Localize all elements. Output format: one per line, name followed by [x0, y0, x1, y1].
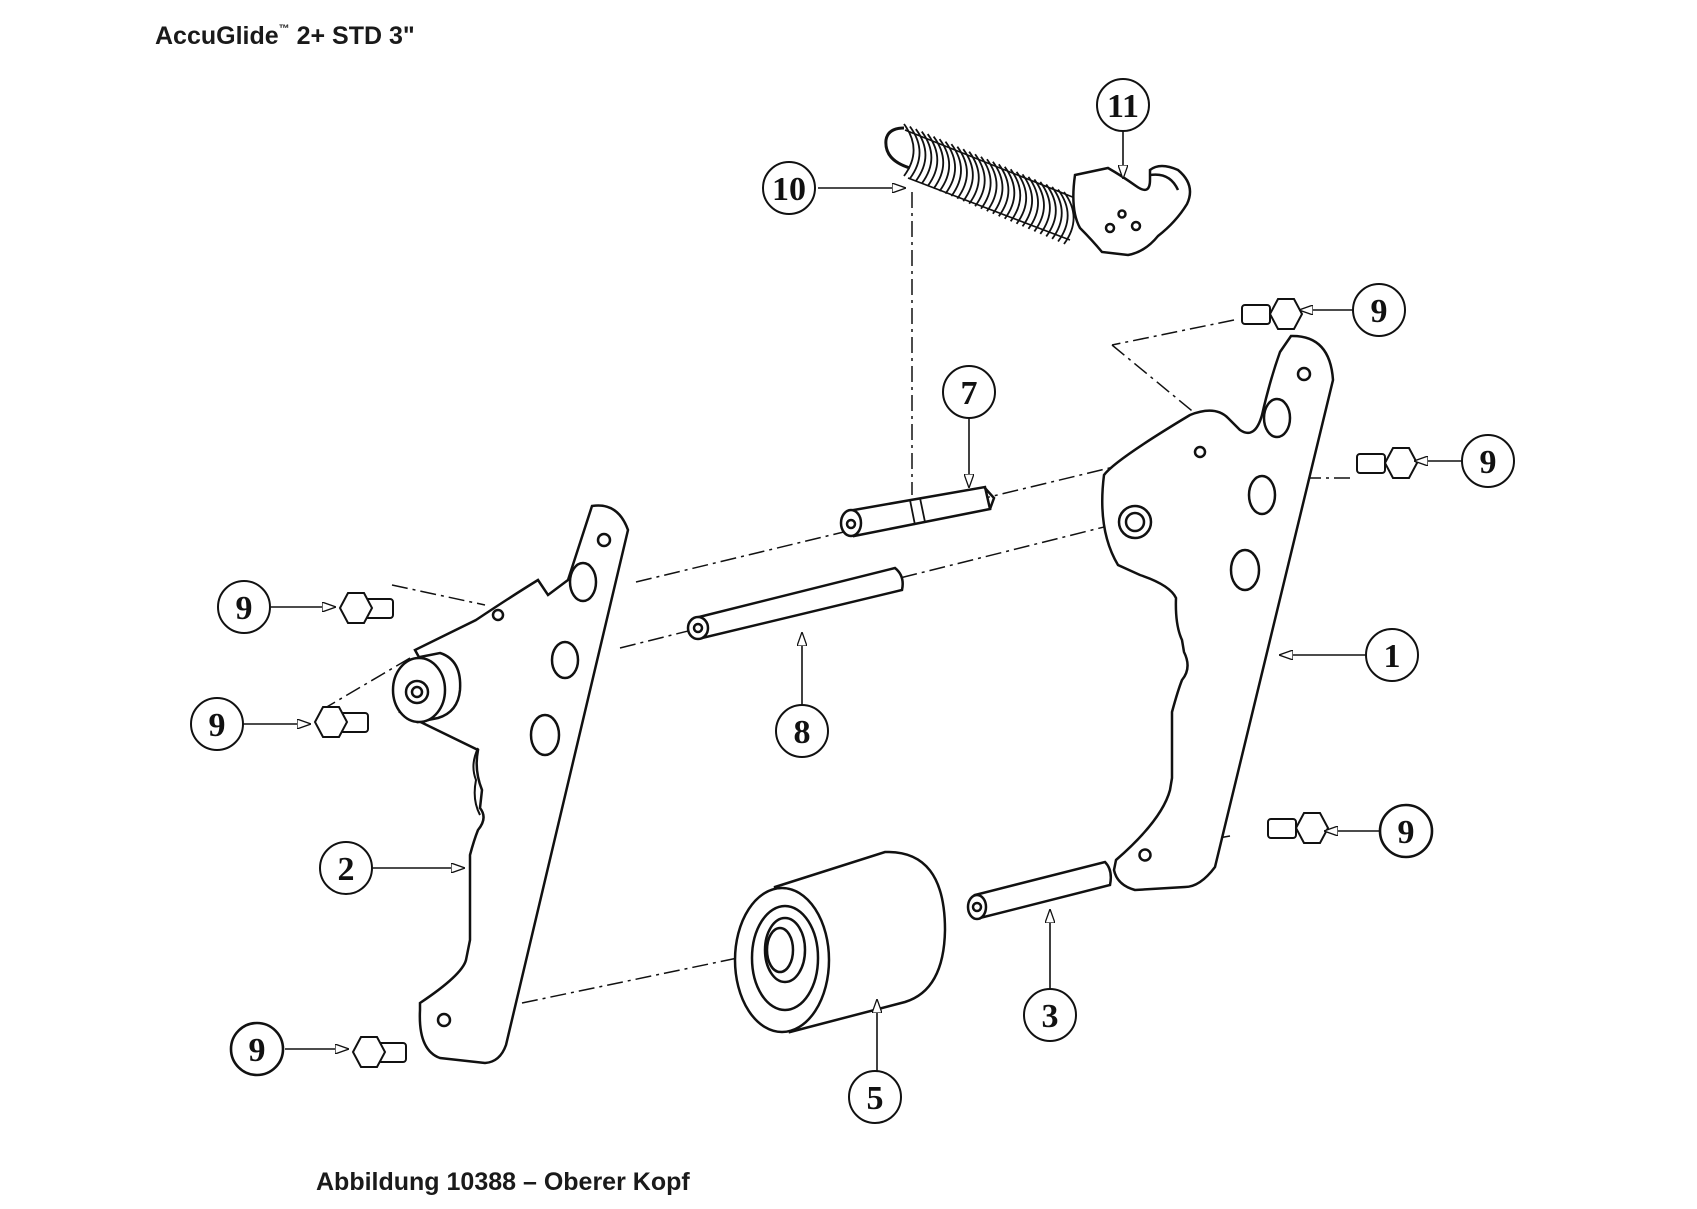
callout-10: 10 [762, 161, 816, 215]
spring-hook-plate [1072, 164, 1192, 257]
svg-text:3: 3 [1042, 998, 1059, 1035]
document-title: AccuGlide™ 2+ STD 3" [155, 22, 415, 51]
trademark-symbol: ™ [278, 23, 290, 35]
svg-text:9: 9 [236, 590, 253, 627]
svg-text:9: 9 [249, 1032, 266, 1069]
svg-text:5: 5 [867, 1080, 884, 1117]
callout-8: 8 [775, 704, 829, 758]
callout-9-right-upper: 9 [1461, 434, 1515, 488]
left-plate-spacer [391, 651, 462, 724]
callout-7: 7 [942, 365, 996, 419]
roller [733, 850, 947, 1034]
product-name: AccuGlide [155, 22, 279, 50]
callout-9-left-top: 9 [217, 580, 271, 634]
bolts [313, 298, 1419, 1068]
callout-1: 1 [1365, 628, 1419, 682]
svg-text:2: 2 [338, 851, 355, 888]
bolt-right-top [1241, 298, 1304, 330]
svg-text:8: 8 [794, 714, 811, 751]
callout-5: 5 [848, 1070, 902, 1124]
bolt-left-bottom [351, 1036, 407, 1068]
svg-text:9: 9 [1480, 444, 1497, 481]
callout-9-right-lower: 9 [1378, 803, 1434, 859]
bolt-right-lower [1267, 812, 1330, 844]
callout-bubbles: 10 11 9 9 1 9 [190, 78, 1515, 1124]
callout-9-left-mid: 9 [190, 697, 244, 751]
figure-caption: Abbildung 10388 – Oberer Kopf [316, 1168, 690, 1196]
svg-text:11: 11 [1107, 88, 1139, 125]
hex-standoff [839, 485, 996, 538]
bolt-right-upper [1356, 447, 1419, 479]
bolt-left-top [338, 592, 394, 624]
bolt-left-mid [313, 706, 369, 738]
long-rod [686, 566, 904, 641]
svg-text:7: 7 [961, 375, 978, 412]
svg-text:10: 10 [772, 171, 806, 208]
callout-9-left-bottom: 9 [229, 1021, 285, 1077]
callout-leaders [243, 128, 1465, 1074]
svg-text:9: 9 [1398, 814, 1415, 851]
product-variant: 2+ STD 3" [296, 22, 415, 50]
svg-text:9: 9 [1371, 293, 1388, 330]
svg-text:9: 9 [209, 707, 226, 744]
left-side-plate [398, 504, 630, 1065]
callout-2: 2 [319, 841, 373, 895]
svg-text:1: 1 [1384, 638, 1401, 675]
callout-3: 3 [1023, 988, 1077, 1042]
callout-11: 11 [1096, 78, 1150, 132]
callout-9-right-top: 9 [1352, 283, 1406, 337]
short-rod [966, 860, 1113, 921]
right-side-plate [1101, 334, 1335, 892]
tension-spring [884, 123, 1081, 245]
